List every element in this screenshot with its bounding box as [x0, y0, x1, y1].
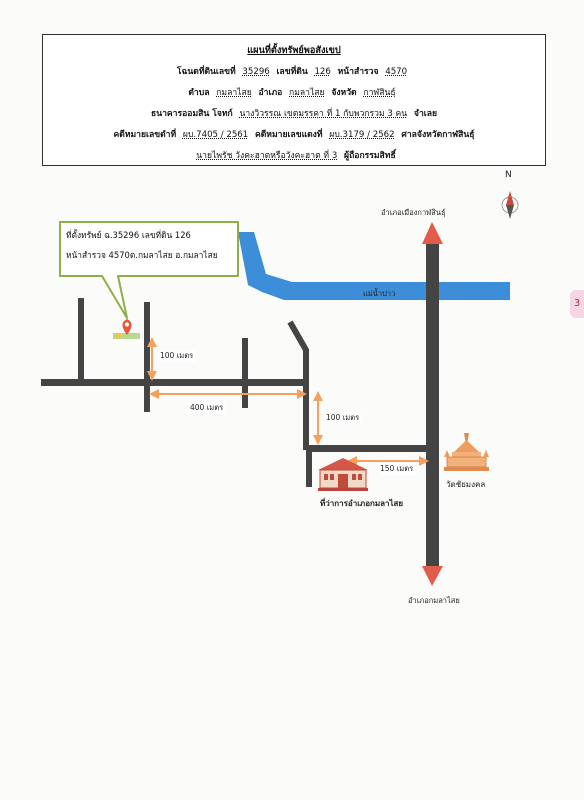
- subdistrict-value: กมลาไสย: [216, 88, 252, 98]
- header-box: แผนที่ตั้งทรัพย์พอสังเขป โฉนดที่ดินเลขที…: [42, 34, 546, 166]
- river-label: แม่น้ำปาว: [363, 289, 396, 298]
- north-compass-icon: [501, 191, 519, 219]
- distance-label-3: 100 เมตร: [324, 412, 362, 424]
- province-value: กาฬสินธุ์: [363, 88, 396, 98]
- parties-row: ธนาคารออมสิน โจทก์ นางวิวรรณ เขตมรรคา ที…: [43, 106, 545, 120]
- district-label: อำเภอ: [258, 88, 283, 98]
- map-title: แผนที่ตั้งทรัพย์พอสังเขป: [247, 45, 341, 56]
- case-row: คดีหมายเลขดำที่ ผบ.7405 / 2561 คดีหมายเล…: [43, 127, 545, 141]
- page-tab-mark: 3: [570, 290, 584, 318]
- title-deed-row: โฉนดที่ดินเลขที่ 35296 เลขที่ดิน 126 หน้…: [43, 64, 545, 78]
- defendant-label: จำเลย: [413, 109, 438, 119]
- survey-label: หน้าสำรวจ: [337, 67, 379, 77]
- distance-label-2: 400 เมตร: [188, 402, 226, 414]
- distance-label-4: 150 เมตร: [378, 463, 416, 475]
- river: [238, 232, 510, 300]
- defendant-value: นางวิวรรณ เขตมรรคา ที่ 1 กับพวกรวม 3 คน: [239, 109, 408, 119]
- road-mid-vertical: [242, 338, 248, 408]
- temple-icon: [444, 433, 489, 471]
- road-district-connector: [306, 445, 428, 452]
- parcel-number: 126: [314, 67, 331, 77]
- red-case-number: ผบ.3179 / 2562: [329, 130, 395, 140]
- main-highway: [426, 238, 439, 568]
- south-arrow-head: [422, 566, 443, 586]
- subdistrict-label: ตำบล: [188, 88, 210, 98]
- road-pin-vertical: [144, 302, 150, 412]
- district-office-icon: [318, 458, 368, 491]
- property-callout: [59, 221, 239, 319]
- district-value: กมลาไสย: [289, 88, 325, 98]
- temple-label: วัดชัยมงคล: [446, 480, 486, 489]
- owner-name: นายไพรัช วังคะฮาตหรือวังคะฮาต ที่ 3: [196, 151, 338, 161]
- owner-row: นายไพรัช วังคะฮาตหรือวังคะฮาต ที่ 3 ผู้ถ…: [43, 148, 545, 162]
- property-pin-icon: [113, 319, 140, 339]
- callout-line2: หน้าสำรวจ 4570ต.กมลาไสย อ.กมลาไสย: [66, 250, 218, 260]
- plaintiff-label: ธนาคารออมสิน โจทก์: [150, 109, 233, 119]
- north-destination: อำเภอเมืองกาฬสินธุ์: [381, 208, 446, 217]
- distance-label-1: 100 เมตร: [158, 350, 196, 362]
- north-label: N: [505, 170, 512, 180]
- black-case-label: คดีหมายเลขดำที่: [113, 130, 177, 140]
- black-case-number: ผบ.7405 / 2561: [182, 130, 249, 140]
- court-name: ศาลจังหวัดกาฬสินธุ์: [401, 130, 475, 140]
- deed-label: โฉนดที่ดินเลขที่: [176, 67, 236, 77]
- deed-number: 35296: [242, 67, 270, 77]
- location-row: ตำบล กมลาไสย อำเภอ กมลาไสย จังหวัด กาฬสิ…: [43, 85, 545, 99]
- callout-line1: ที่ตั้งทรัพย์ ฉ.35296 เลขที่ดิน 126: [66, 230, 191, 240]
- red-case-label: คดีหมายเลขแดงที่: [254, 130, 323, 140]
- south-destination: อำเภอกมลาไสย: [408, 596, 460, 605]
- road-diagonal: [287, 320, 309, 450]
- district-office-label: ที่ว่าการอำเภอกมลาไสย: [320, 499, 404, 508]
- road-far-left-vertical: [78, 298, 84, 382]
- owner-label: ผู้ถือกรรมสิทธิ์: [344, 151, 396, 161]
- parcel-label: เลขที่ดิน: [276, 67, 308, 77]
- road-south-stub: [306, 445, 312, 487]
- survey-number: 4570: [385, 67, 408, 77]
- north-arrow-head: [422, 222, 443, 244]
- province-label: จังหวัด: [331, 88, 357, 98]
- road-left-west: [41, 379, 306, 386]
